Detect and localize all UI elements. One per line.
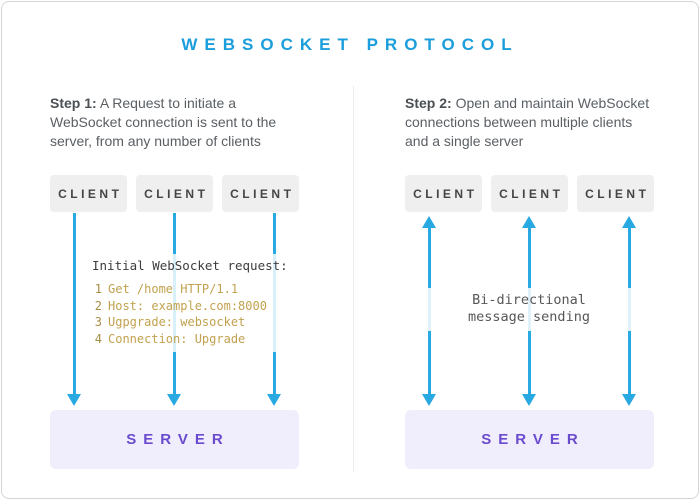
code-text: Get /home HTTP/1.1 xyxy=(108,282,239,296)
line-number: 1 xyxy=(94,282,102,296)
panel-divider xyxy=(353,86,354,472)
code-text: Ugpgrade: websocket xyxy=(108,315,246,329)
step1-description: Step 1: A Request to initiate a WebSocke… xyxy=(50,94,342,151)
code-line: 2 Host: example.com:8000 xyxy=(92,298,288,315)
bidirectional-annotation: Bi-directional message sending xyxy=(422,288,636,331)
client-label: CLIENT xyxy=(413,186,478,201)
step2-text: Open and maintain WebSocket connections … xyxy=(405,95,650,149)
server-label: SERVER xyxy=(481,431,585,448)
client-label: CLIENT xyxy=(585,186,650,201)
server-box-left: SERVER xyxy=(50,410,299,469)
code-text: Connection: Upgrade xyxy=(108,331,246,346)
code-line: 3 Ugpgrade: websocket xyxy=(92,314,288,331)
client-box-left-1: CLIENT xyxy=(50,175,127,212)
arrow-down-icon xyxy=(67,213,81,406)
client-label: CLIENT xyxy=(58,186,123,201)
line-number: 2 xyxy=(94,298,102,313)
client-box-right-2: CLIENT xyxy=(491,175,568,212)
code-line: 4 Connection: Upgrade xyxy=(92,331,288,348)
page-title: WEBSOCKET PROTOCOL xyxy=(181,35,519,54)
step1-text: A Request to initiate a WebSocket connec… xyxy=(50,95,277,149)
client-box-left-2: CLIENT xyxy=(136,175,213,212)
websocket-request-code: Initial WebSocket request: 1 Get /home HT… xyxy=(87,254,295,352)
client-box-right-3: CLIENT xyxy=(577,175,654,212)
client-label: CLIENT xyxy=(499,186,564,201)
step2-label: Step 2: xyxy=(405,95,452,111)
code-text: Host: example.com:8000 xyxy=(108,298,267,313)
client-label: CLIENT xyxy=(144,186,209,201)
client-box-right-1: CLIENT xyxy=(405,175,482,212)
server-label: SERVER xyxy=(126,431,230,448)
line-number: 3 xyxy=(94,315,102,329)
client-box-left-3: CLIENT xyxy=(222,175,299,212)
code-heading: Initial WebSocket request: xyxy=(92,258,288,273)
server-box-right: SERVER xyxy=(405,410,654,469)
line-number: 4 xyxy=(94,331,102,346)
step2-description: Step 2: Open and maintain WebSocket conn… xyxy=(405,94,697,151)
step1-label: Step 1: xyxy=(50,95,97,111)
client-label: CLIENT xyxy=(230,186,295,201)
code-line: 1 Get /home HTTP/1.1 xyxy=(92,281,288,298)
